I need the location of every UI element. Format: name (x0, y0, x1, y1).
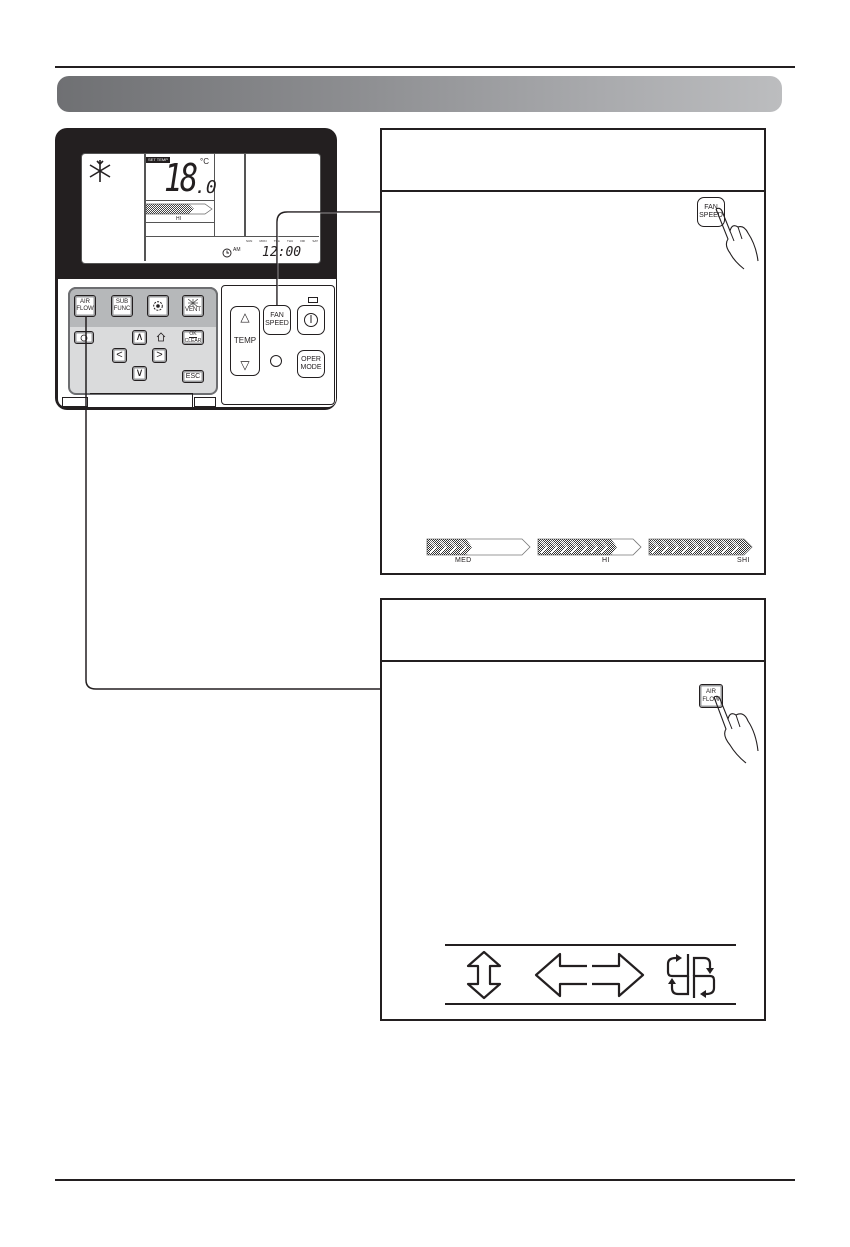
lcd-divider (144, 236, 319, 237)
flow-label: FLOW (702, 697, 720, 703)
fan-level-med-bar (426, 538, 531, 556)
vent-icon (188, 298, 198, 307)
lcd-divider (144, 154, 146, 261)
down-button[interactable]: ∨ (132, 366, 147, 381)
am-pm-indicator: AM (233, 247, 241, 253)
fan-speed-label-2: SPEED (265, 320, 289, 327)
day-thu: THU (286, 239, 294, 243)
air-flow-info-box: AIR FLOW (380, 598, 766, 1021)
lcd-divider (144, 200, 214, 201)
lcd-divider (244, 154, 246, 236)
section-title-bar (57, 76, 782, 112)
lcd-display: SET TEMP 18 .0 °C HI SUN MON TUE THU FRI… (81, 153, 321, 264)
power-button[interactable] (297, 305, 325, 335)
modes-bottom-rule (445, 1003, 736, 1005)
temperature-unit: °C (200, 157, 209, 166)
up-button[interactable]: ∧ (132, 330, 147, 345)
oper-mode-label-1: OPER (301, 356, 321, 363)
fan-level-med-label: MED (455, 557, 472, 564)
fan-level-hi-label: HI (602, 557, 610, 564)
pressing-hand-icon (715, 207, 759, 270)
oper-mode-button[interactable]: OPER MODE (297, 350, 325, 378)
gear-icon (153, 301, 163, 311)
sub-func-label-2: FUNC (113, 306, 131, 312)
fan-speed-heading (392, 140, 754, 180)
settings-button[interactable] (147, 295, 169, 317)
fan-label: FAN (704, 204, 718, 211)
lcd-divider (144, 222, 214, 223)
temperature-value: 18 (164, 156, 198, 200)
fan-level-shi-bar (648, 538, 753, 556)
fan-speed-info-box: FAN SPEED MED HI SHI (380, 128, 766, 575)
clock-time: 12:00 (262, 245, 302, 260)
temp-label: TEMP (233, 336, 257, 345)
ok-label: OK (189, 331, 197, 338)
fan-levels-row: MED HI SHI (426, 536, 756, 570)
auto-swing-icon (666, 954, 716, 998)
bottom-rule (55, 1179, 795, 1181)
esc-button[interactable]: ESC (182, 370, 204, 383)
fan-speed-button-illustration: FAN SPEED (697, 197, 725, 227)
day-tue: TUE (273, 239, 280, 243)
up-down-swing-icon (466, 950, 502, 1000)
clock-icon (222, 248, 232, 258)
timer-icon (80, 334, 88, 341)
day-mon: MON (259, 239, 267, 243)
set-temp-badge: SET TEMP (146, 157, 170, 163)
left-right-swing-icon (534, 952, 645, 998)
power-indicator-led (308, 297, 318, 303)
vent-button[interactable]: VENT (182, 295, 204, 317)
remote-cover (90, 393, 193, 408)
fan-speed-button[interactable]: FAN SPEED (263, 305, 291, 335)
top-rule (55, 66, 795, 68)
temp-down-button[interactable]: ▽ (240, 358, 250, 372)
temp-rocker: △ TEMP ▽ (230, 306, 260, 376)
modes-top-rule (445, 944, 736, 946)
fan-level-hi-bar (537, 538, 642, 556)
remote-slot-left (62, 397, 88, 407)
temp-up-button[interactable]: △ (240, 310, 250, 324)
weekday-row: SUN MON TUE THU FRI SAT (246, 239, 318, 243)
day-sun: SUN (246, 239, 253, 243)
speed-label: SPEED (699, 212, 723, 219)
ok-clear-button[interactable]: OK CLEAR (182, 330, 204, 345)
day-sat: SAT (312, 239, 318, 243)
right-button[interactable]: > (152, 348, 167, 363)
air-flow-heading (392, 610, 754, 650)
air-label: AIR (705, 689, 716, 695)
fan-level-shi-label: SHI (737, 557, 750, 564)
fan-speed-label-1: FAN (270, 312, 284, 319)
fan-speed-label: HI (176, 216, 181, 222)
lcd-divider (214, 154, 215, 236)
temperature-decimal: .0 (195, 177, 217, 198)
sensor-indicator (270, 355, 282, 367)
day-fri: FRI (300, 239, 306, 243)
box-divider (382, 660, 764, 662)
air-flow-label-1: AIR (79, 299, 90, 305)
left-button[interactable]: < (112, 348, 127, 363)
sub-func-label-1: SUB (115, 299, 129, 305)
box-divider (382, 190, 764, 192)
power-icon (304, 313, 318, 327)
timer-button[interactable] (74, 331, 94, 344)
home-icon (156, 332, 166, 342)
oper-mode-label-2: MODE (300, 364, 322, 371)
clear-label: CLEAR (184, 338, 202, 344)
sub-func-button[interactable]: SUB FUNC (111, 295, 133, 317)
air-flow-button[interactable]: AIR FLOW (74, 295, 96, 317)
fan-speed-bar (145, 203, 213, 215)
vent-label: VENT (184, 306, 201, 313)
air-flow-button-illustration: AIR FLOW (699, 684, 723, 708)
remote-slot-right (194, 397, 216, 407)
air-flow-body-text (392, 670, 682, 930)
fan-speed-body-text (392, 200, 682, 500)
pressing-hand-icon (713, 695, 759, 764)
snowflake-icon (89, 160, 111, 182)
air-flow-label-2: FLOW (76, 306, 94, 312)
